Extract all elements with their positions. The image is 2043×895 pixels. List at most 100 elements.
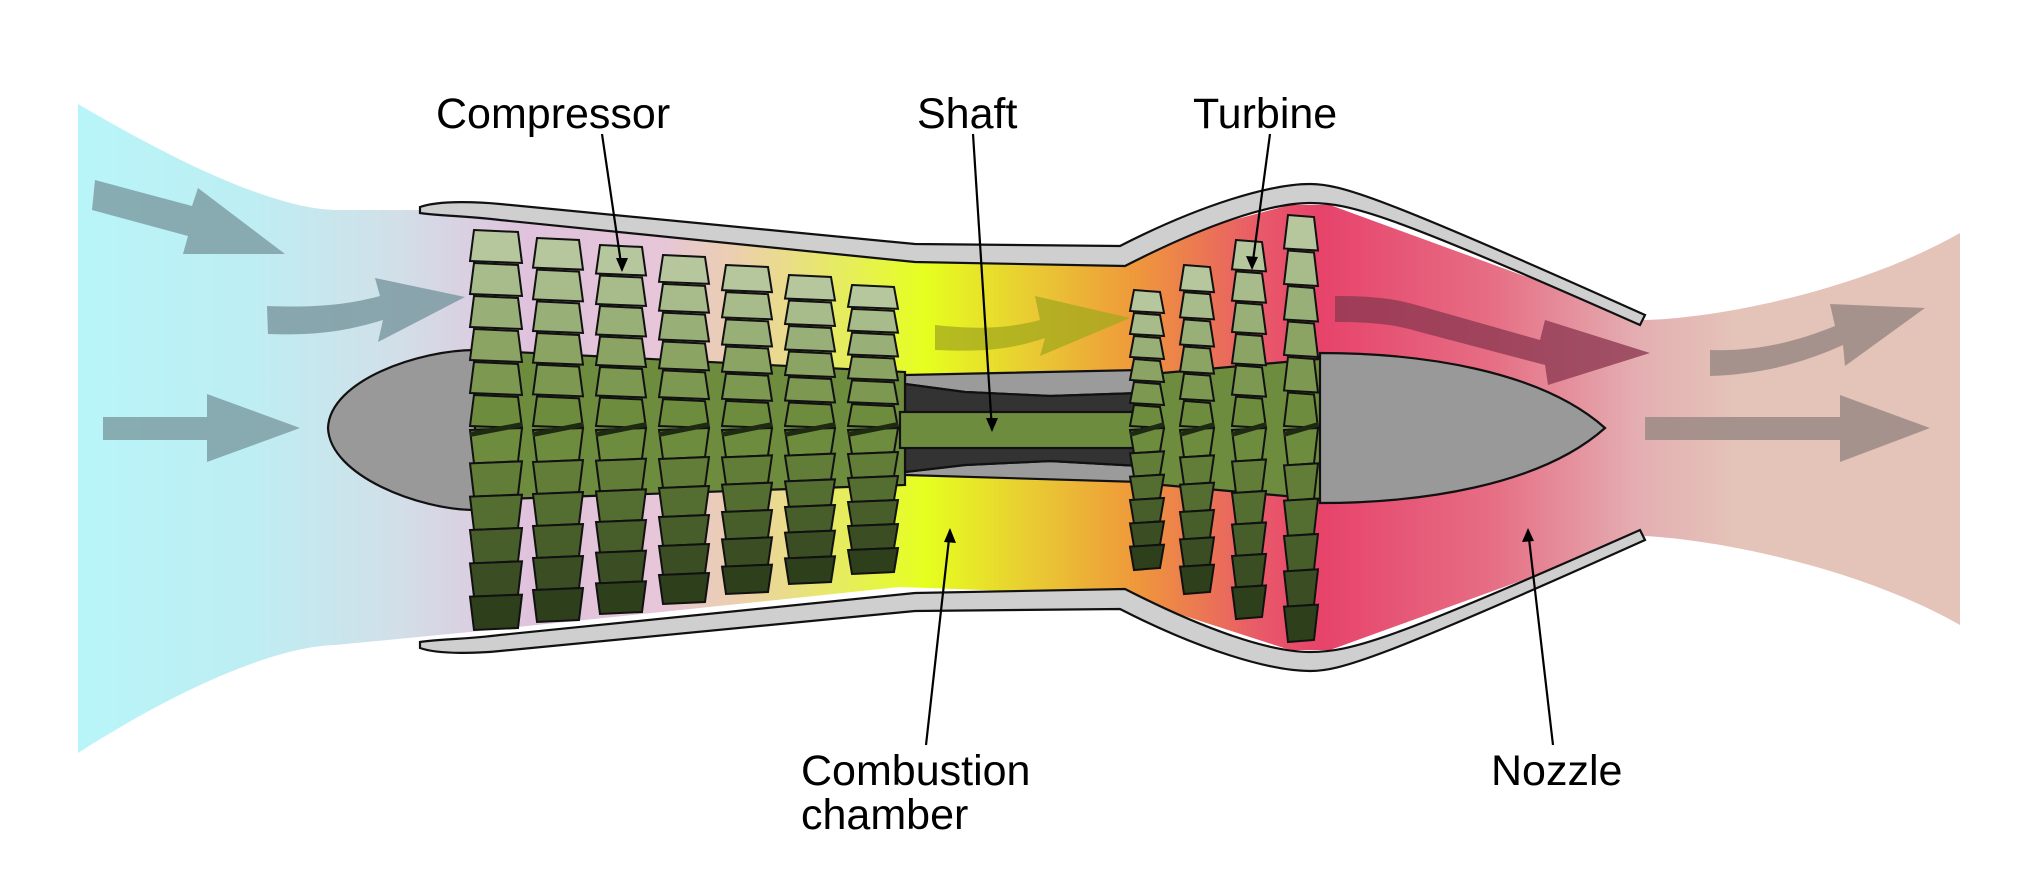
flow-arrow-icon xyxy=(103,394,300,462)
blade-segment xyxy=(783,299,837,328)
blade-segment xyxy=(783,452,837,483)
blade-segment xyxy=(531,268,585,303)
blade-stage xyxy=(468,228,524,632)
blade-segment xyxy=(468,261,524,298)
blade-segment xyxy=(720,508,774,541)
blade-root-band xyxy=(1180,422,1214,437)
blade-root-band xyxy=(596,422,646,437)
blade-segment xyxy=(1178,563,1216,596)
blade-segment xyxy=(846,379,900,406)
blade-stage xyxy=(1128,288,1166,572)
blade-segment xyxy=(1178,291,1216,321)
blade-segment xyxy=(720,454,774,486)
blade-segment xyxy=(531,554,585,592)
blade-segment xyxy=(531,236,585,271)
blade-segment xyxy=(1230,332,1268,367)
blade-segment xyxy=(720,263,774,294)
blade-segment xyxy=(720,563,774,596)
blade-segment xyxy=(846,522,900,552)
turbine-leader-arrowhead xyxy=(1246,256,1258,270)
blade-segment xyxy=(1178,372,1216,402)
flow-arrow-icon xyxy=(1335,296,1650,385)
blade-root-band xyxy=(848,422,898,437)
engine-casing-lower xyxy=(418,528,1647,673)
blade-segment xyxy=(1178,536,1216,568)
flow-arrow-icon xyxy=(935,296,1130,356)
shaft xyxy=(898,410,1144,450)
blade-segment xyxy=(1230,364,1268,398)
flow-arrows xyxy=(92,180,1930,462)
blade-segment xyxy=(846,283,900,310)
blade-segment xyxy=(657,455,711,490)
blade-segment xyxy=(1230,521,1268,558)
blade-segment xyxy=(1128,288,1166,315)
blade-segment xyxy=(531,300,585,335)
blade-segment xyxy=(846,450,900,480)
blade-segment xyxy=(468,526,524,565)
blade-segment xyxy=(657,311,711,343)
combustion-leader-arrowhead xyxy=(944,528,956,543)
blade-segment xyxy=(531,363,585,398)
blade-segment xyxy=(783,375,837,404)
blade-root-band xyxy=(470,422,522,437)
blade-segment xyxy=(783,555,837,586)
label-combustion-line2: chamber xyxy=(801,791,968,839)
blade-segment xyxy=(1230,238,1268,273)
blade-segment xyxy=(594,518,648,554)
blade-segment xyxy=(1128,334,1166,361)
blade-segment xyxy=(594,457,648,493)
blade-segment xyxy=(783,273,837,302)
blade-segment xyxy=(468,393,524,430)
compressor-leader xyxy=(600,133,624,271)
blade-segment xyxy=(1178,345,1216,375)
blade-segment xyxy=(468,327,524,364)
blade-segment xyxy=(1282,355,1320,394)
blade-root-band xyxy=(659,422,709,437)
blade-segment xyxy=(846,355,900,382)
blade-segment xyxy=(1282,568,1320,608)
blade-segment xyxy=(531,586,585,624)
blade-stage xyxy=(594,243,648,616)
blade-segment xyxy=(594,580,648,616)
blade-segment xyxy=(1282,497,1320,538)
flow-arrow-icon xyxy=(267,278,465,342)
blade-segment xyxy=(657,369,711,401)
blade-segment xyxy=(594,335,648,369)
blade-stage xyxy=(531,236,585,624)
label-combustion-line1: Combustion xyxy=(801,747,1030,795)
nozzle-leader xyxy=(1526,529,1555,746)
label-shaft: Shaft xyxy=(917,90,1017,138)
blade-segment xyxy=(594,304,648,338)
label-turbine: Turbine xyxy=(1193,90,1337,138)
label-nozzle: Nozzle xyxy=(1491,747,1622,795)
blade-segment xyxy=(657,542,711,577)
blade-segment xyxy=(468,560,524,598)
blade-root-band xyxy=(722,422,772,437)
blade-segment xyxy=(594,365,648,399)
blade-segment xyxy=(1128,543,1166,572)
blade-segment xyxy=(1282,603,1320,644)
blade-segment xyxy=(1230,489,1268,526)
blade-segment xyxy=(1128,473,1166,502)
blade-segment xyxy=(594,274,648,308)
blade-stage xyxy=(657,253,711,606)
blade-segment xyxy=(594,396,648,430)
blade-segment xyxy=(783,350,837,379)
blade-segment xyxy=(846,498,900,528)
blade-segment xyxy=(1128,311,1166,338)
blade-segment xyxy=(846,546,900,576)
blade-segment xyxy=(1282,249,1320,288)
blade-segment xyxy=(657,484,711,519)
shaft-leader-arrowhead xyxy=(986,418,998,432)
combustion-leader xyxy=(924,529,952,746)
blade-segment xyxy=(594,549,648,585)
blade-segment xyxy=(846,474,900,504)
blade-segment xyxy=(1282,213,1320,252)
blade-segment xyxy=(594,488,648,524)
blade-segment xyxy=(1128,357,1166,384)
blade-segment xyxy=(468,493,524,532)
blade-stage xyxy=(720,263,774,596)
blade-segment xyxy=(531,522,585,560)
blade-segment xyxy=(657,571,711,606)
